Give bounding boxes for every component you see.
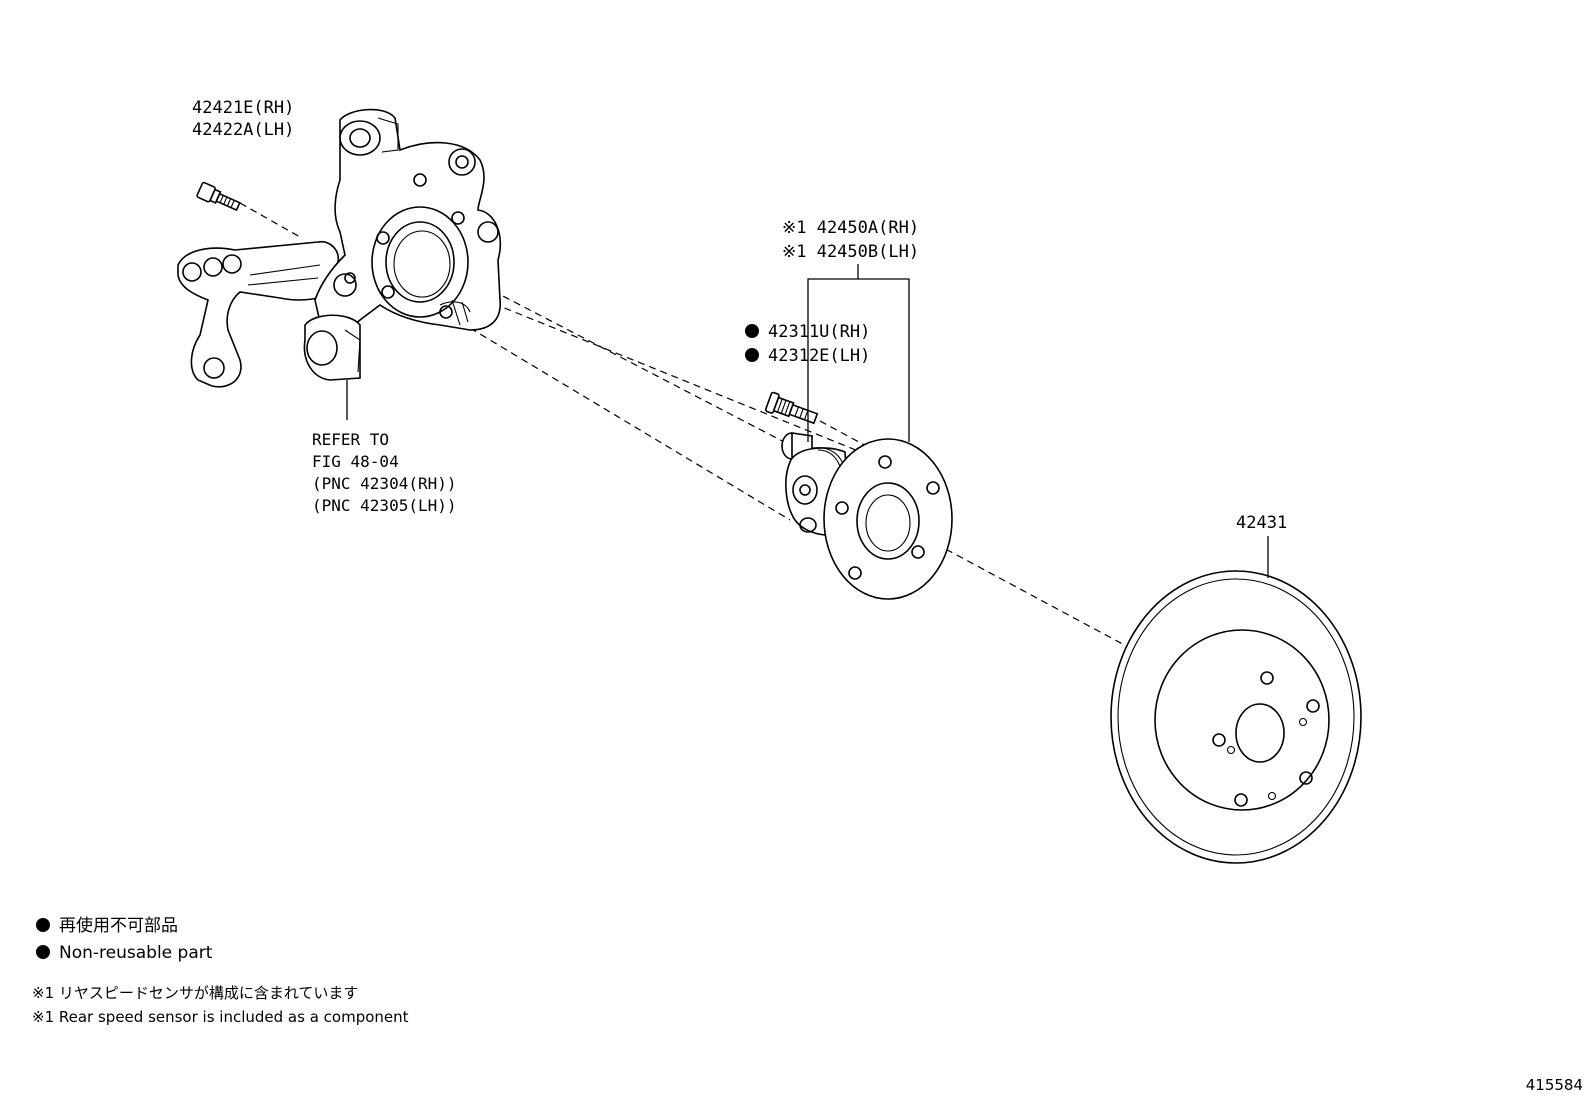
note-sensor-en: ※1 Rear speed sensor is included as a co… (32, 1008, 409, 1026)
knuckle-ref-line4: (PNC 42305(LH)) (312, 496, 457, 515)
hub-bolt-label-rh: 42311U(RH) (768, 322, 870, 342)
disc-label: 42431 (1236, 513, 1287, 533)
knuckle-ref-line1: REFER TO (312, 430, 389, 449)
knuckle-ref-line2: FIG 48-04 (312, 452, 399, 471)
legend-non-reusable-jp: 再使用不可部品 (59, 915, 178, 936)
filled-circle-icon (745, 324, 759, 338)
rear-axle-carrier (177, 108, 502, 420)
note-sensor-jp: ※1 リヤスピードセンサが構成に含まれています (32, 984, 358, 1002)
hub-bearing-assembly (781, 264, 953, 600)
filled-circle-icon (36, 945, 50, 959)
legend-non-reusable-en: Non-reusable part (59, 943, 213, 963)
knuckle-bolt-label-rh: 42421E(RH) (192, 98, 294, 118)
filled-circle-icon (36, 918, 50, 932)
filled-circle-icon (745, 348, 759, 362)
figure-id: 415584 (1526, 1076, 1583, 1094)
assembly-lines (239, 202, 1131, 649)
legend: 再使用不可部品 Non-reusable part ※1 リヤスピードセンサが構… (32, 915, 409, 1026)
hub-bolt-label-lh: 42312E(LH) (768, 346, 870, 366)
hub-bolt (764, 391, 819, 425)
brake-disc (1110, 536, 1362, 864)
hub-bearing-label-rh: ※1 42450A(RH) (782, 218, 919, 238)
knuckle-bolt (196, 181, 241, 212)
hub-bearing-label-lh: ※1 42450B(LH) (782, 242, 919, 262)
knuckle-bolt-label-lh: 42422A(LH) (192, 120, 294, 140)
knuckle-ref-line3: (PNC 42304(RH)) (312, 474, 457, 493)
